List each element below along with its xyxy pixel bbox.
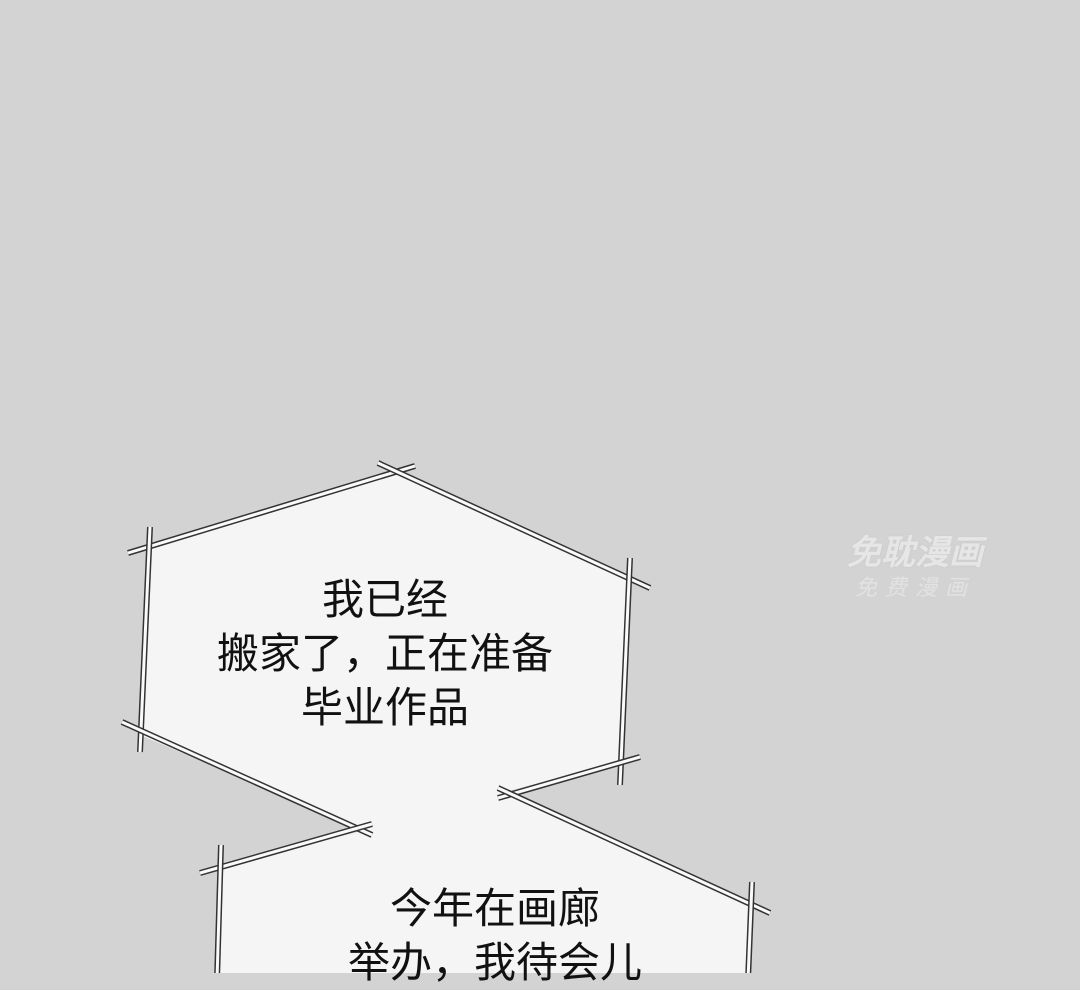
text-line: 今年在画廊: [389, 884, 600, 933]
bubble-outline-sticks: [120, 460, 772, 973]
bubble-outline-line: [618, 557, 632, 786]
bubble-outline-line: [199, 822, 373, 875]
watermark-subtitle: 免费漫画: [854, 576, 975, 601]
text-line: 毕业作品: [300, 683, 469, 732]
text-line: 我已经: [321, 575, 448, 624]
bubble-outline-line: [215, 844, 223, 973]
speech-bubble-bottom-text: 今年在画廊 举办，我待会儿: [240, 882, 750, 990]
bubble-outline-line: [497, 786, 771, 915]
text-line: 搬家了，正在准备: [216, 629, 553, 678]
speech-bubble-fill: [140, 470, 752, 973]
bubble-outline-line: [746, 881, 754, 973]
bubble-outline-line: [138, 526, 152, 753]
bubble-outline-line: [377, 461, 651, 590]
speech-bubble-top-text: 我已经 搬家了，正在准备 毕业作品: [160, 573, 610, 735]
bubble-outline-line: [121, 720, 373, 837]
bubble-outline-line: [497, 755, 641, 800]
bubble-outline-line: [127, 464, 416, 555]
text-line: 举办，我待会儿: [347, 938, 642, 987]
watermark-logo: 免耽漫画: [847, 533, 983, 573]
